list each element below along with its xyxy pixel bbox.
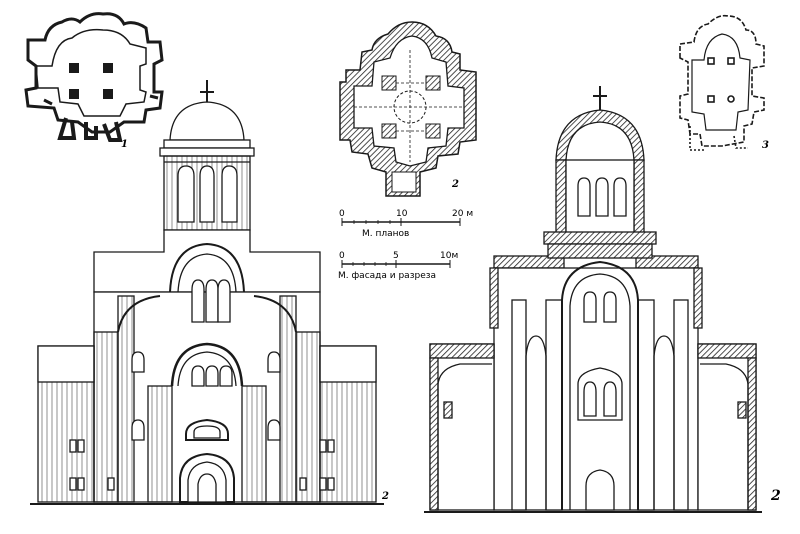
scale-facade-tick-10: 10м (440, 251, 458, 261)
scale-plans-tick-0: 0 (339, 209, 345, 219)
scale-facade-tick-0: 0 (339, 251, 345, 261)
plan-1-label: 1 (121, 139, 128, 150)
scale-bar-facade (341, 260, 451, 268)
plan-2-label: 2 (451, 179, 459, 190)
section-label: 2 (770, 488, 781, 504)
plan-2 (339, 21, 477, 197)
plan-3-label: 3 (762, 140, 769, 151)
scale-bar-plans (341, 218, 461, 226)
section-drawing (424, 86, 762, 513)
scale-plans-tick-10: 10 (396, 209, 408, 219)
scale-plans-tick-20: 20 м (452, 209, 473, 219)
facade-label: 2 (381, 491, 389, 502)
facade-elevation (30, 80, 384, 505)
plan-1 (24, 12, 164, 142)
scale-plans-caption: М. планов (362, 229, 409, 239)
plan-3 (679, 14, 765, 151)
scale-facade-tick-5: 5 (393, 251, 399, 261)
scale-facade-caption: М. фасада и разреза (338, 271, 436, 281)
